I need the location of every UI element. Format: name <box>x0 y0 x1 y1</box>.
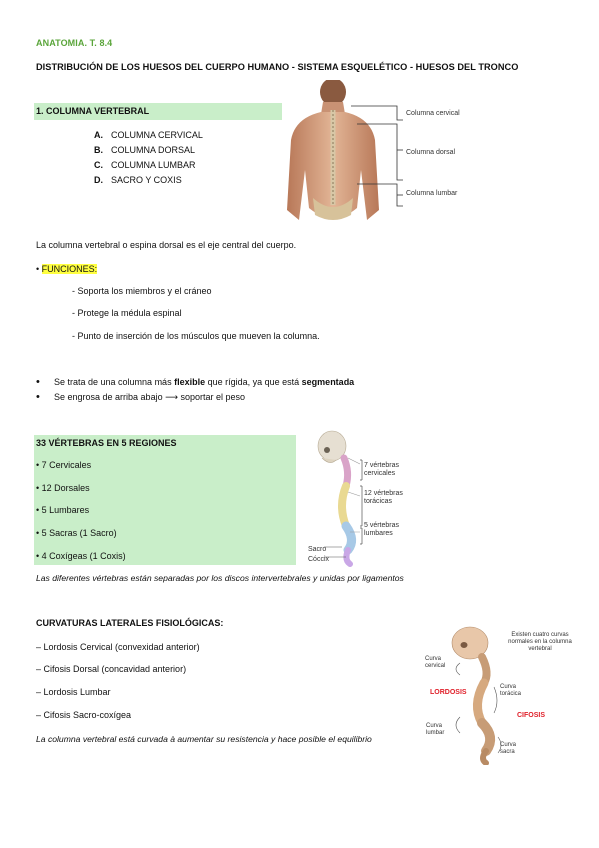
bracket-lines <box>351 105 403 207</box>
section-columna-vertebral-band: 1. COLUMNA VERTEBRAL <box>34 103 282 120</box>
label-columna-dorsal: Columna dorsal <box>406 149 456 156</box>
curvatures-illustration <box>451 626 502 766</box>
label-cifosis: CIFOSIS <box>517 712 546 719</box>
curvature-item: – Lordosis Lumbar <box>36 687 111 697</box>
label-coccix: Cóccix <box>308 556 330 563</box>
region-item: • 7 Cervicales <box>36 460 92 470</box>
bullet: • <box>36 264 40 274</box>
bullet-flexible: • Se trata de una columna más flexible q… <box>36 375 355 388</box>
function-item: - Soporta los miembros y el cráneo <box>72 286 212 296</box>
label-curva-lumbar: Curva lumbar <box>426 723 445 736</box>
curvatures-note: La columna vertebral está curvada à aume… <box>36 734 372 744</box>
list-item: A.COLUMNA CERVICAL <box>94 130 203 140</box>
curvatures-figure <box>420 625 580 766</box>
list-item: B.COLUMNA DORSAL <box>94 145 196 155</box>
functions-title: FUNCIONES: <box>41 264 98 274</box>
region-item: • 5 Lumbares <box>36 505 90 515</box>
region-item: • 4 Coxígeas (1 Coxis) <box>36 551 126 561</box>
back-spine-illustration <box>287 78 379 220</box>
label-columna-cervical: Columna cervical <box>406 110 460 117</box>
label-lordosis: LORDOSIS <box>430 689 467 696</box>
list-item: C.COLUMNA LUMBAR <box>94 160 196 170</box>
regions-band: 33 VÉRTEBRAS EN 5 REGIONES • 7 Cervicale… <box>34 435 296 565</box>
intro-text: La columna vertebral o espina dorsal es … <box>36 240 297 250</box>
label-sacro: Sacro <box>308 546 327 553</box>
label-columna-lumbar: Columna lumbar <box>406 190 458 197</box>
region-item: • 12 Dorsales <box>36 483 90 493</box>
document-title: DISTRIBUCIÓN DE LOS HUESOS DEL CUERPO HU… <box>36 62 519 72</box>
curvature-item: – Cifosis Dorsal (concavidad anterior) <box>36 664 187 674</box>
function-item: - Protege la médula espinal <box>72 308 182 318</box>
list-item: D.SACRO Y COXIS <box>94 175 182 185</box>
vertebrae-illustration <box>317 430 363 567</box>
function-item: - Punto de inserción de los músculos que… <box>72 331 320 341</box>
label-curva-sacra: Curva sacra <box>500 742 517 755</box>
bullet-engrosa: • Se engrosa de arriba abajo ⟶ soportar … <box>36 391 246 403</box>
regions-title: 33 VÉRTEBRAS EN 5 REGIONES <box>36 438 177 448</box>
label-lumbares: 5 vértebras lumbares <box>364 522 400 537</box>
curvatures-title: CURVATURAS LATERALES FISIOLÓGICAS: <box>36 618 224 628</box>
label-cuatro-curvas: Existen cuatro curvas normales en la col… <box>508 632 572 652</box>
subject-label: ANATOMIA. T. 8.4 <box>36 38 113 48</box>
columna-list: A.COLUMNA CERVICAL B.COLUMNA DORSAL C.CO… <box>94 128 203 188</box>
region-item: • 5 Sacras (1 Sacro) <box>36 528 117 538</box>
back-spine-figure <box>285 78 480 228</box>
label-cervicales: 7 vértebras cervicales <box>364 462 400 477</box>
vertebrae-figure <box>300 428 420 568</box>
vertebrae-note: Las diferentes vértebras están separadas… <box>36 573 404 583</box>
section-title: 1. COLUMNA VERTEBRAL <box>36 106 150 116</box>
arrow-icon: ⟶ <box>165 392 178 402</box>
label-toracicas: 12 vértebras torácicas <box>364 490 403 505</box>
curvature-item: – Lordosis Cervical (convexidad anterior… <box>36 642 200 652</box>
label-curva-toracica: Curva torácica <box>500 684 522 697</box>
functions-heading: • FUNCIONES: <box>36 264 98 274</box>
label-curva-cervical: Curva cervical <box>425 656 446 669</box>
curvature-item: – Cifosis Sacro-coxígea <box>36 710 132 720</box>
